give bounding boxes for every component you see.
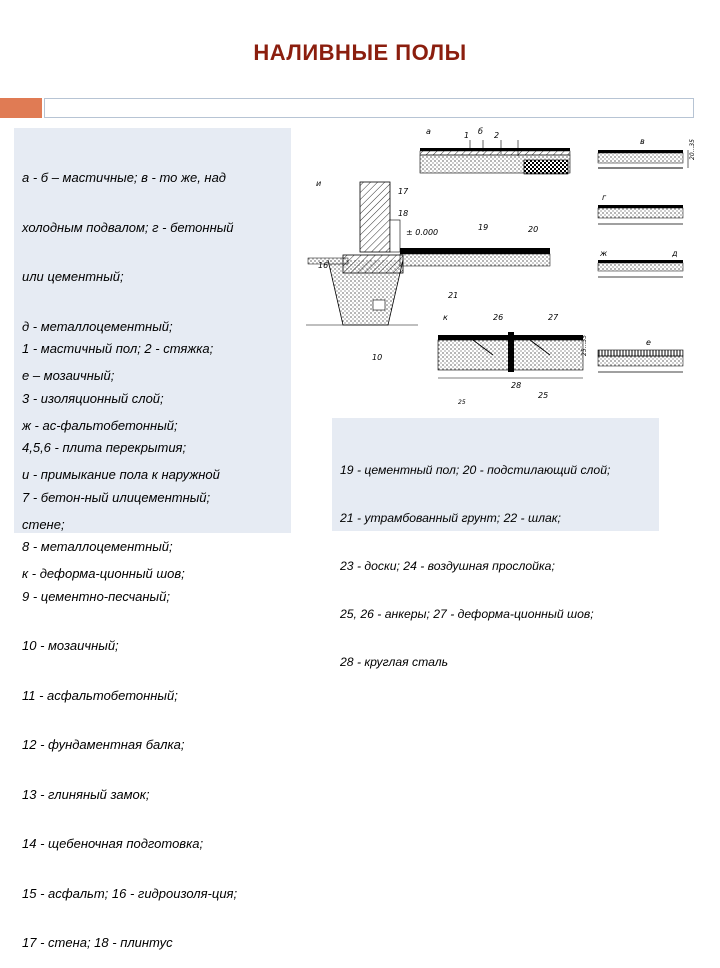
text-line: 7 - бетон-ный илицементный;	[22, 489, 211, 505]
title-underline-bar	[44, 98, 694, 118]
text-line: а - б – мастичные; в - то же, над	[22, 170, 226, 185]
accent-bar	[0, 98, 42, 118]
left-text-panel	[14, 128, 291, 533]
label-16: 16	[318, 261, 328, 270]
legend-text: 19 - цементный пол; 20 - подстилающий сл…	[340, 430, 610, 686]
label-g: г	[602, 193, 607, 202]
label-18: 18	[398, 209, 408, 218]
text-line: стене;	[22, 516, 65, 532]
legend-line: 25, 26 - анкеры; 27 - деформа-ционный шо…	[340, 607, 594, 621]
level-mark: ± 0.000	[406, 228, 438, 237]
label-k: к	[443, 313, 448, 322]
label-19: 19	[478, 223, 488, 232]
text-line: и - примыкание пола к наружной	[22, 467, 220, 482]
label-v: в	[640, 137, 645, 146]
dim-20-35: 20...35	[689, 139, 696, 160]
text-line: 10 - мозаичный;	[22, 638, 119, 653]
text-line: 11 - асфальтобетонный;	[22, 687, 178, 703]
label-28: 28	[511, 381, 521, 390]
text-line: 9 - цементно-песчаный;	[22, 588, 170, 604]
label-20: 20	[528, 225, 538, 234]
section-k	[437, 332, 584, 379]
text-line: ж - ас-фальтобетонный;	[22, 417, 178, 433]
text-line: холодным подвалом; г - бетонный	[22, 219, 234, 235]
legend-line: 21 - утрамбованный грунт; 22 - шлак;	[340, 511, 561, 525]
text-line: е – мозаичный;	[22, 368, 115, 383]
section-v	[597, 150, 689, 169]
text-line: 15 - асфальт; 16 - гидроизоля-ция;	[22, 885, 238, 901]
label-b: б	[478, 127, 483, 136]
text-line: 12 - фундаментная балка;	[22, 737, 185, 752]
label-d: д	[671, 249, 678, 258]
dim-25: 25	[458, 399, 466, 406]
text-line: 3 - изоляционный слой;	[22, 390, 164, 406]
label-2: 2	[494, 131, 499, 140]
section-g	[597, 205, 684, 225]
label-i: и	[316, 179, 321, 188]
text-line: 1 - мастичный пол; 2 - стяжка;	[22, 341, 214, 356]
text-line: 17 - стена; 18 - плинтус	[22, 935, 173, 950]
text-line: 8 - металлоцементный;	[22, 539, 173, 554]
label-17: 17	[398, 187, 409, 196]
floor-sections-drawing: а б 1 2 в 20...35 г ж д е	[306, 127, 696, 406]
label-21: 21	[448, 291, 458, 300]
section-d-zh	[597, 260, 684, 278]
section-a-b	[419, 140, 571, 175]
label-a: а	[426, 127, 431, 136]
section-i	[306, 181, 551, 326]
legend-line: 23 - доски; 24 - воздушная прослойка;	[340, 559, 555, 573]
text-line: 4,5,6 - плита перекрытия;	[22, 440, 187, 455]
page-title: НАЛИВНЫЕ ПОЛЫ	[253, 40, 467, 65]
label-25: 25	[538, 391, 548, 400]
label-1: 1	[464, 131, 469, 140]
text-line: или цементный;	[22, 269, 124, 284]
text-line: 13 - глиняный замок;	[22, 786, 150, 802]
legend-panel	[332, 418, 659, 531]
label-26: 26	[493, 313, 503, 322]
legend-line: 19 - цементный пол; 20 - подстилающий сл…	[340, 463, 611, 477]
legend-line: 28 - круглая сталь	[340, 655, 449, 669]
layers-list-text: 1 - мастичный пол; 2 - стяжка; 3 - изоля…	[22, 308, 237, 968]
label-zh: ж	[599, 249, 608, 258]
dim-25-35: 25...35	[581, 335, 588, 356]
text-line: д - металлоцементный;	[22, 318, 173, 334]
label-e: е	[646, 338, 651, 347]
text-line: 14 - щебеночная подготовка;	[22, 836, 204, 851]
label-10: 10	[372, 353, 382, 362]
label-27: 27	[548, 313, 559, 322]
section-e	[597, 349, 684, 373]
